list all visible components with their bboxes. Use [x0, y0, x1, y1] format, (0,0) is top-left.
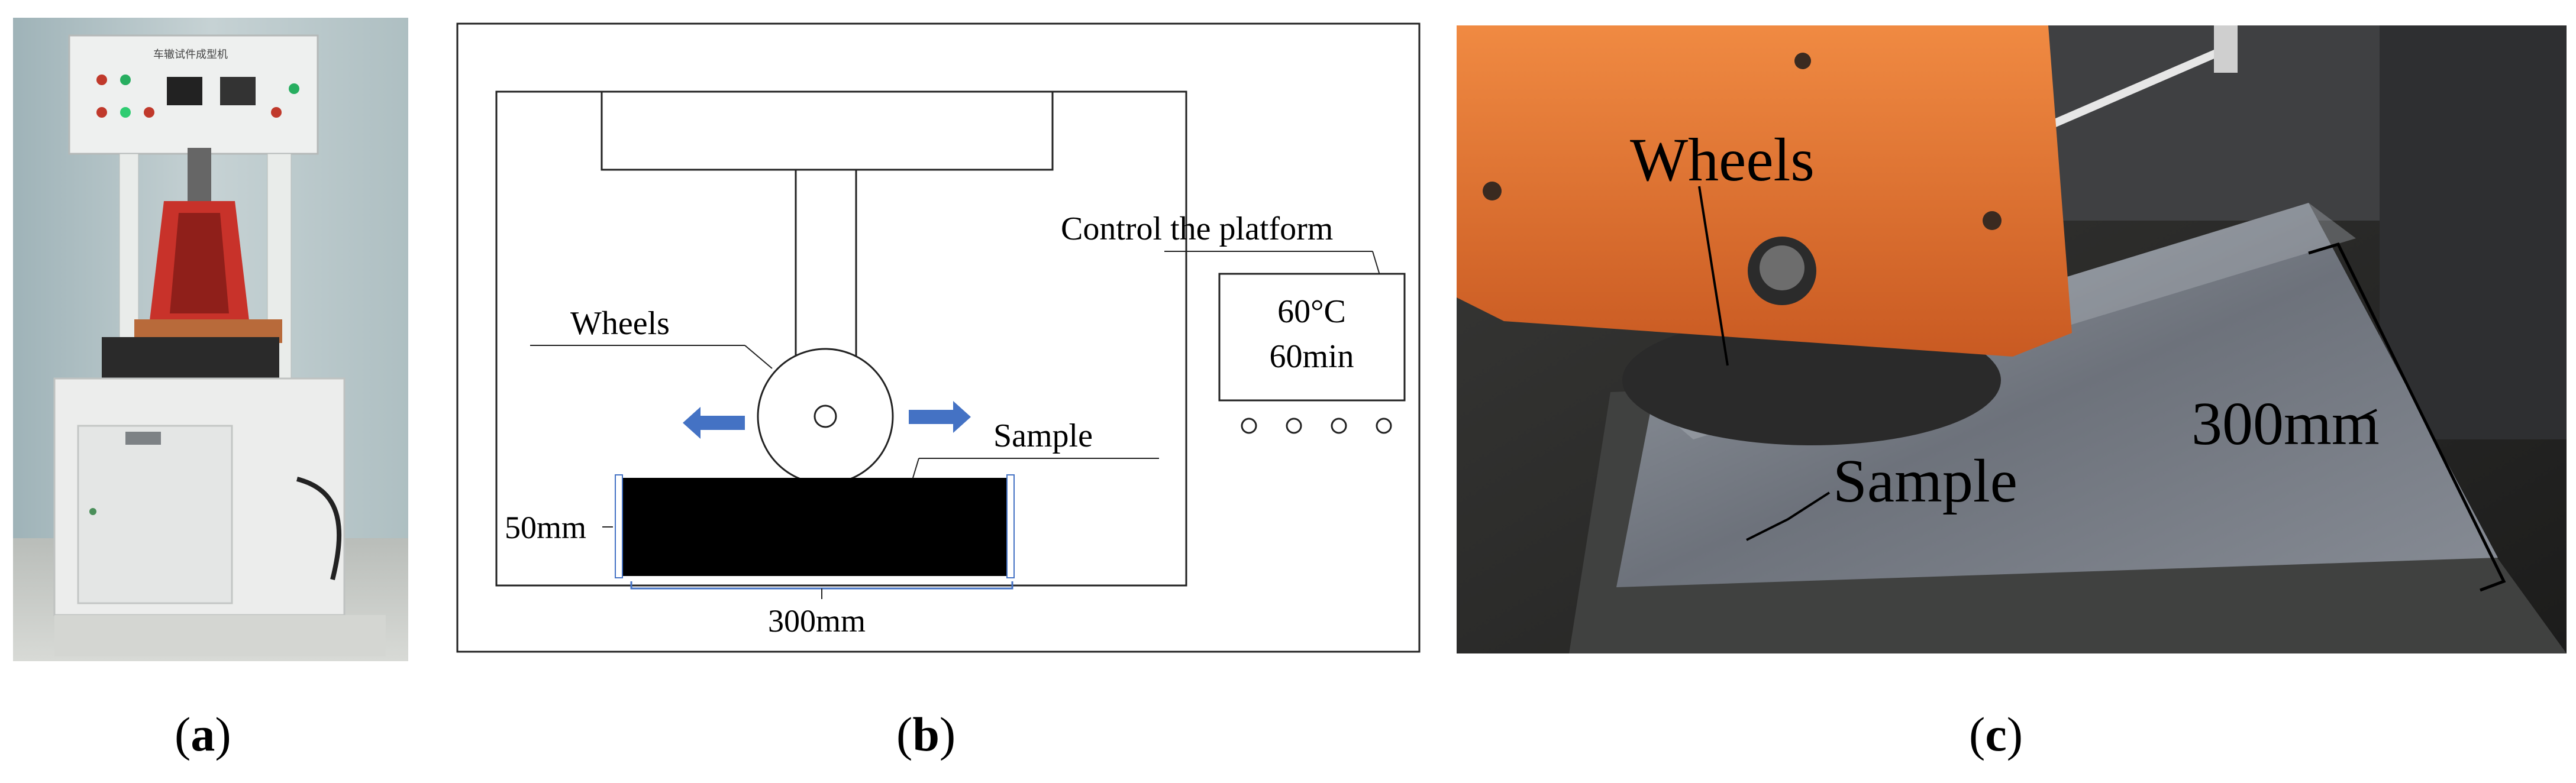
temp-controller: [220, 77, 256, 105]
caption-c-letter: c: [1985, 707, 2007, 761]
caption-b: (b): [896, 707, 956, 761]
button-red: [96, 107, 107, 118]
piston: [188, 148, 211, 201]
sample-block: [617, 478, 1012, 576]
axle-hub: [1760, 245, 1805, 290]
cable: [296, 477, 342, 580]
control-knob-4: [1376, 418, 1392, 434]
sample-leader-d: [912, 458, 919, 478]
wheel-sample-photo: Wheels Sample 300mm: [1457, 25, 2567, 653]
sample-left-end: [615, 474, 623, 578]
wheel-hub: [814, 405, 837, 428]
length-label: 300mm: [2191, 390, 2380, 458]
wheels-leader: [1698, 186, 1729, 366]
bolt-3: [1794, 53, 1811, 69]
display-screen: [167, 77, 202, 105]
bracket: [2214, 25, 2238, 73]
panel-c-photo: Wheels Sample 300mm: [1457, 25, 2567, 653]
left-arrow-icon: [683, 407, 745, 439]
button-red-3: [271, 107, 282, 118]
sample-right-end: [1006, 474, 1015, 578]
length-bracket: [2308, 242, 2506, 592]
control-knob-1: [1241, 418, 1257, 434]
control-knob-3: [1331, 418, 1347, 434]
door-knob: [89, 508, 96, 515]
base-slab: [54, 615, 386, 656]
control-panel-box: [1218, 273, 1406, 402]
button-green: [120, 107, 131, 118]
wheel-arm: [795, 169, 857, 372]
wheels-label: Wheels: [570, 305, 670, 342]
temperature-label: 60°C: [1277, 293, 1346, 330]
right-arrow-icon: [909, 401, 971, 433]
thickness-label: 50mm: [505, 510, 586, 545]
wheels-label: Wheels: [1630, 126, 1815, 194]
control-platform-label: Control the platform: [1061, 211, 1333, 247]
bolt-1: [1483, 182, 1502, 200]
schematic-diagram: Wheels Sample 50mm 300mm Control the pla…: [456, 22, 1421, 653]
caption-a: (a): [175, 707, 231, 761]
caption-b-letter: b: [912, 707, 940, 761]
red-frame-inner: [170, 213, 229, 313]
machine-header-text: 车辙试件成型机: [153, 48, 228, 60]
wheels-leader-d: [744, 345, 773, 369]
indicator-light-red: [96, 75, 107, 85]
bolt-2: [1983, 211, 2002, 230]
control-knob-2: [1286, 418, 1302, 434]
mold-set: [102, 337, 279, 384]
button-red-2: [144, 107, 154, 118]
caption-c: (c): [1969, 707, 2023, 761]
panel-b-schematic: Wheels Sample 50mm 300mm Control the pla…: [456, 22, 1421, 653]
time-label: 60min: [1269, 338, 1354, 375]
length-leader: [2352, 409, 2377, 423]
upper-beam: [601, 90, 1054, 171]
button-green-2: [289, 83, 299, 94]
nameplate: [125, 432, 161, 445]
caption-a-letter: a: [191, 707, 215, 761]
sample-label: Sample: [1833, 447, 2017, 515]
orange-wheel-plate: [1457, 25, 2072, 357]
length-label: 300mm: [768, 603, 866, 639]
machine-photo: 车辙试件成型机: [13, 18, 408, 661]
cabinet-door: [77, 425, 233, 604]
side-frame: [2380, 25, 2567, 439]
sample-label: Sample: [993, 418, 1093, 454]
white-rod: [2046, 45, 2228, 130]
panel-a-photo: 车辙试件成型机: [13, 18, 408, 661]
indicator-light-green: [120, 75, 131, 85]
sample-leader: [1746, 491, 1831, 541]
asphalt-sample: [1616, 203, 2498, 587]
